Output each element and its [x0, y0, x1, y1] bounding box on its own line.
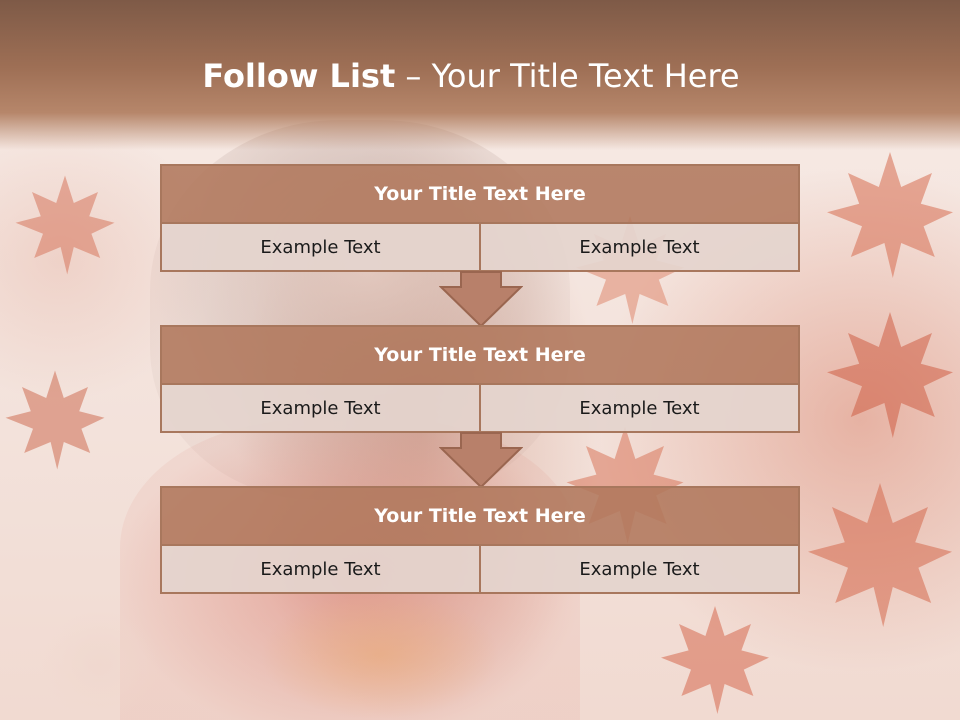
slide-title-rest: Your Title Text Here [431, 57, 740, 95]
slide-title-bold: Follow List [202, 57, 396, 95]
step-cell-right: Example Text [479, 385, 798, 431]
step-title: Your Title Text Here [162, 488, 798, 546]
step-row: Example Text Example Text [162, 224, 798, 270]
slide-title: Follow List – Your Title Text Here [0, 54, 942, 98]
step-title: Your Title Text Here [162, 327, 798, 385]
header-band [0, 0, 960, 150]
down-arrow-icon [439, 432, 523, 488]
step-title: Your Title Text Here [162, 166, 798, 224]
hand-shape [40, 610, 160, 720]
step-row: Example Text Example Text [162, 546, 798, 592]
maple-leaf-icon [661, 606, 769, 714]
step-row: Example Text Example Text [162, 385, 798, 431]
slide-title-dash: – [395, 57, 432, 95]
step-block-1: Your Title Text Here Example Text Exampl… [160, 164, 800, 272]
maple-leaf-icon [15, 175, 115, 275]
maple-leaf-icon [827, 152, 953, 278]
step-cell-right: Example Text [479, 546, 798, 592]
step-block-3: Your Title Text Here Example Text Exampl… [160, 486, 800, 594]
step-cell-left: Example Text [162, 385, 479, 431]
gift-ribbon-shape [260, 590, 500, 720]
down-arrow-icon [439, 271, 523, 327]
maple-leaf-icon [827, 312, 953, 438]
maple-leaf-icon [808, 483, 952, 627]
step-cell-right: Example Text [479, 224, 798, 270]
step-cell-left: Example Text [162, 546, 479, 592]
step-block-2: Your Title Text Here Example Text Exampl… [160, 325, 800, 433]
maple-leaf-icon [5, 370, 105, 470]
step-cell-left: Example Text [162, 224, 479, 270]
